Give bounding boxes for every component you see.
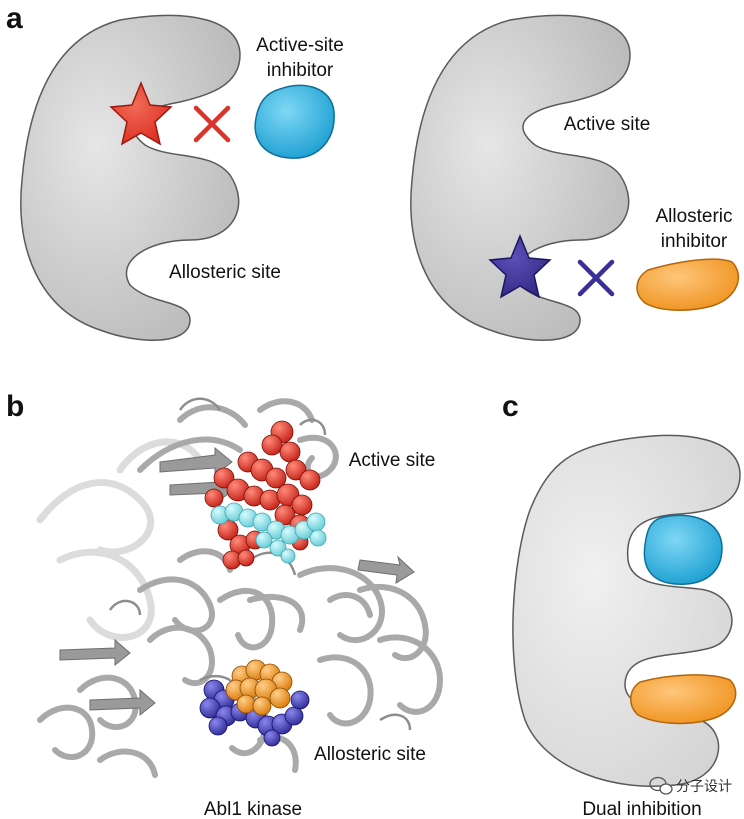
dual-active-site-inhibitor-blob [643,514,723,585]
protein-shape-c [512,434,741,787]
active-site-inhibitor-label-line1: Active-site [256,35,344,56]
panel-c-letter: c [502,390,519,423]
active-site-inhibitor-blob [254,84,335,159]
panel-a-left: Active-site inhibitor Allosteric site [20,14,344,341]
watermark-text: 分子设计 [676,779,732,795]
active-site-ligand [210,502,327,564]
active-site-inhibitor-label-line2: inhibitor [267,60,334,81]
no-binding-cross-icon-left [193,105,231,143]
allosteric-site-residues [199,679,310,747]
protein-shape-left [20,14,241,341]
watermark: 分子设计 [649,776,732,795]
allosteric-inhibitor-label-line1: Allosteric [655,206,732,227]
allosteric-site-label-a: Allosteric site [169,262,281,283]
dual-allosteric-inhibitor-blob [630,674,737,725]
no-binding-cross-icon-right [577,259,615,297]
active-site-residues [204,420,321,570]
allosteric-inhibitor-blob [636,258,740,311]
active-site-label-b: Active site [349,450,436,471]
allosteric-site-ligand [225,659,293,716]
panel-a-letter: a [6,2,23,35]
abl1-kinase-caption: Abl1 kinase [204,799,302,819]
active-site-star-icon [109,81,173,146]
panel-b-letter: b [6,390,24,423]
allosteric-site-label-b: Allosteric site [314,744,426,765]
allosteric-inhibitor-label-line2: inhibitor [661,231,728,252]
allosteric-site-star-icon [488,234,552,299]
dual-inhibition-caption: Dual inhibition [582,799,701,819]
panel-c-dual-inhibition: Dual inhibition [512,434,741,819]
active-site-label-a: Active site [564,114,651,135]
wechat-icon [649,776,673,795]
ribbon-background [36,438,204,641]
beta-strands [59,446,415,717]
panel-a-right: Active site Allosteric inhibitor [410,14,740,341]
abl1-kinase-structure: Active site Allosteric site Abl1 kinase [36,397,444,819]
protein-shape-right [410,14,631,341]
